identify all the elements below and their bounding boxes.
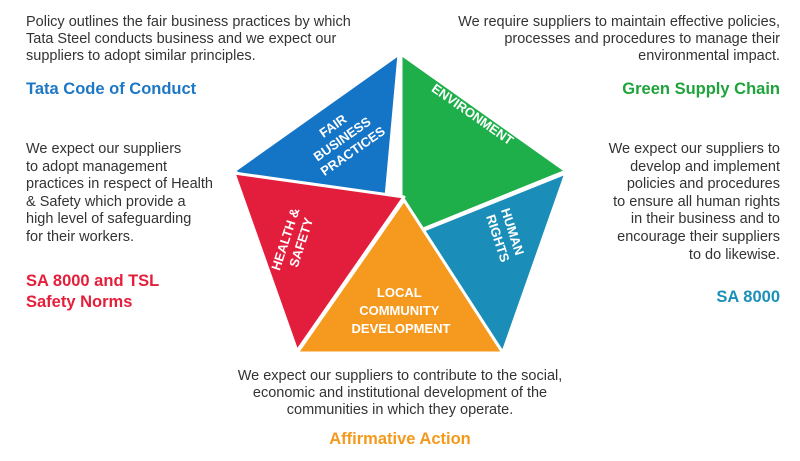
description-line: develop and implement <box>630 158 780 175</box>
description-line: to do likewise. <box>688 246 780 263</box>
label-line: DEVELOPMENT <box>352 321 451 336</box>
description-line: We expect our suppliers to <box>608 141 780 157</box>
description-line: policies and procedures <box>626 176 780 193</box>
description-line: processes and procedures to manage their <box>504 31 780 47</box>
description-line: communities in which they operate. <box>286 402 514 418</box>
community-description: We expect our suppliers to contribute to… <box>200 368 600 419</box>
human-rights-description: We expect our suppliers to develop and i… <box>550 141 780 264</box>
green-supply-chain-title: Green Supply Chain <box>622 80 780 98</box>
local-community-development-segment <box>295 198 505 355</box>
description-line: economic and institutional development o… <box>252 385 548 401</box>
description-line: practices in respect of Health <box>26 176 213 193</box>
affirmative-action-title: Affirmative Action <box>329 430 471 448</box>
description-line: We require suppliers to maintain effecti… <box>458 14 780 30</box>
description-line: to adopt management <box>26 158 168 175</box>
health-safety-description: We expect our suppliers to adopt managem… <box>26 141 246 247</box>
description-line: in their business and to <box>630 211 780 228</box>
description-line: Policy outlines the fair business practi… <box>26 14 351 30</box>
title-line: SA 8000 and TSL <box>26 272 160 290</box>
environment-description: We require suppliers to maintain effecti… <box>380 14 780 65</box>
label-line: COMMUNITY <box>359 303 439 318</box>
description-line: for their workers. <box>26 228 134 245</box>
description-line: encourage their suppliers <box>617 228 780 245</box>
title-line: Safety Norms <box>26 293 133 311</box>
sa8000-tsl-safety-norms-title: SA 8000 and TSL Safety Norms <box>26 271 159 313</box>
description-line: suppliers to adopt similar principles. <box>26 48 256 64</box>
description-line: to ensure all human rights <box>613 193 780 210</box>
description-line: high level of safeguarding <box>26 211 192 228</box>
sa8000-title: SA 8000 <box>716 288 780 306</box>
local-community-development-label: LOCAL COMMUNITY DEVELOPMENT <box>352 285 451 336</box>
description-line: environmental impact. <box>638 48 780 64</box>
description-line: Tata Steel conducts business and we expe… <box>26 31 337 47</box>
tata-code-of-conduct-title: Tata Code of Conduct <box>26 80 197 98</box>
description-line: & Safety which provide a <box>26 193 186 210</box>
fair-business-description: Policy outlines the fair business practi… <box>26 14 406 65</box>
description-line: We expect our suppliers <box>26 141 182 157</box>
label-line: LOCAL <box>377 285 422 300</box>
description-line: We expect our suppliers to contribute to… <box>237 368 563 384</box>
